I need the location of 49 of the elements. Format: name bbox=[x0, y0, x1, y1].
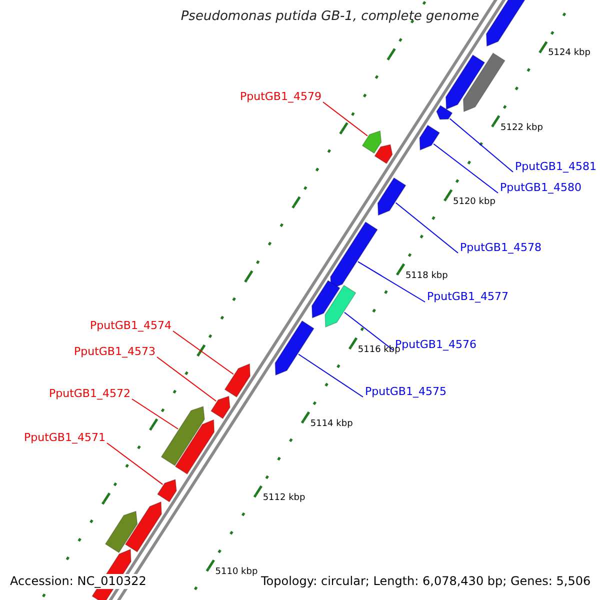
gene-label: PputGB1_4580 bbox=[500, 181, 582, 194]
leader-line bbox=[344, 312, 394, 350]
gene-block bbox=[160, 406, 205, 466]
gene-block bbox=[324, 284, 356, 328]
gene-label: PputGB1_4573 bbox=[74, 345, 156, 358]
gene-block bbox=[436, 104, 453, 120]
gene-block bbox=[124, 501, 162, 552]
gene-label: PputGB1_4574 bbox=[90, 319, 172, 332]
gene-block bbox=[377, 177, 406, 216]
scale-label: 5112 kbp bbox=[262, 492, 306, 504]
gene-block bbox=[311, 280, 340, 319]
gene-label: PputGB1_4578 bbox=[460, 241, 542, 254]
genome-info-text: Topology: circular; Length: 6,078,430 bp; Genes: 5,506 bbox=[259, 574, 593, 589]
gene-label: PputGB1_4575 bbox=[365, 385, 446, 398]
gene-label: PputGB1_4571 bbox=[24, 431, 106, 444]
gene-label: PputGB1_4581 bbox=[515, 160, 596, 173]
leader-line bbox=[395, 202, 458, 254]
scale-label: 5122 kbp bbox=[500, 122, 543, 134]
diagram-title: Pseudomonas putida GB-1, complete genome bbox=[180, 9, 480, 24]
gene-block bbox=[274, 320, 314, 376]
gene-label: PputGB1_4572 bbox=[49, 387, 130, 400]
gene-block bbox=[362, 130, 382, 154]
leader-line bbox=[449, 118, 514, 172]
leader-line bbox=[357, 261, 426, 302]
gene-label: PputGB1_4577 bbox=[427, 290, 508, 303]
scale-label: 5118 kbp bbox=[405, 270, 448, 282]
gene-block bbox=[462, 52, 506, 112]
scale-label: 5114 kbp bbox=[310, 418, 353, 430]
gene-block bbox=[445, 54, 486, 110]
gene-block bbox=[374, 144, 393, 164]
leader-line bbox=[433, 143, 498, 194]
gene-block bbox=[174, 419, 215, 475]
leader-line bbox=[106, 442, 164, 485]
gene-label: PputGB1_4579 bbox=[240, 90, 322, 103]
gene-block bbox=[419, 124, 440, 151]
gene-block bbox=[157, 478, 177, 502]
accession-text: Accession: NC_010322 bbox=[8, 574, 148, 589]
leader-line bbox=[298, 354, 364, 398]
scale-label: 5120 kbp bbox=[453, 196, 496, 208]
leader-line bbox=[132, 398, 179, 430]
gene-block bbox=[210, 396, 230, 420]
scale-label: 5124 kbp bbox=[548, 48, 590, 60]
scale-label: 5110 kbp bbox=[215, 566, 258, 578]
leader-line bbox=[322, 102, 368, 136]
gene-block bbox=[330, 221, 378, 290]
leader-line bbox=[156, 356, 217, 402]
gene-block bbox=[224, 363, 250, 398]
gene-block bbox=[104, 510, 138, 554]
leader-line bbox=[172, 330, 234, 375]
